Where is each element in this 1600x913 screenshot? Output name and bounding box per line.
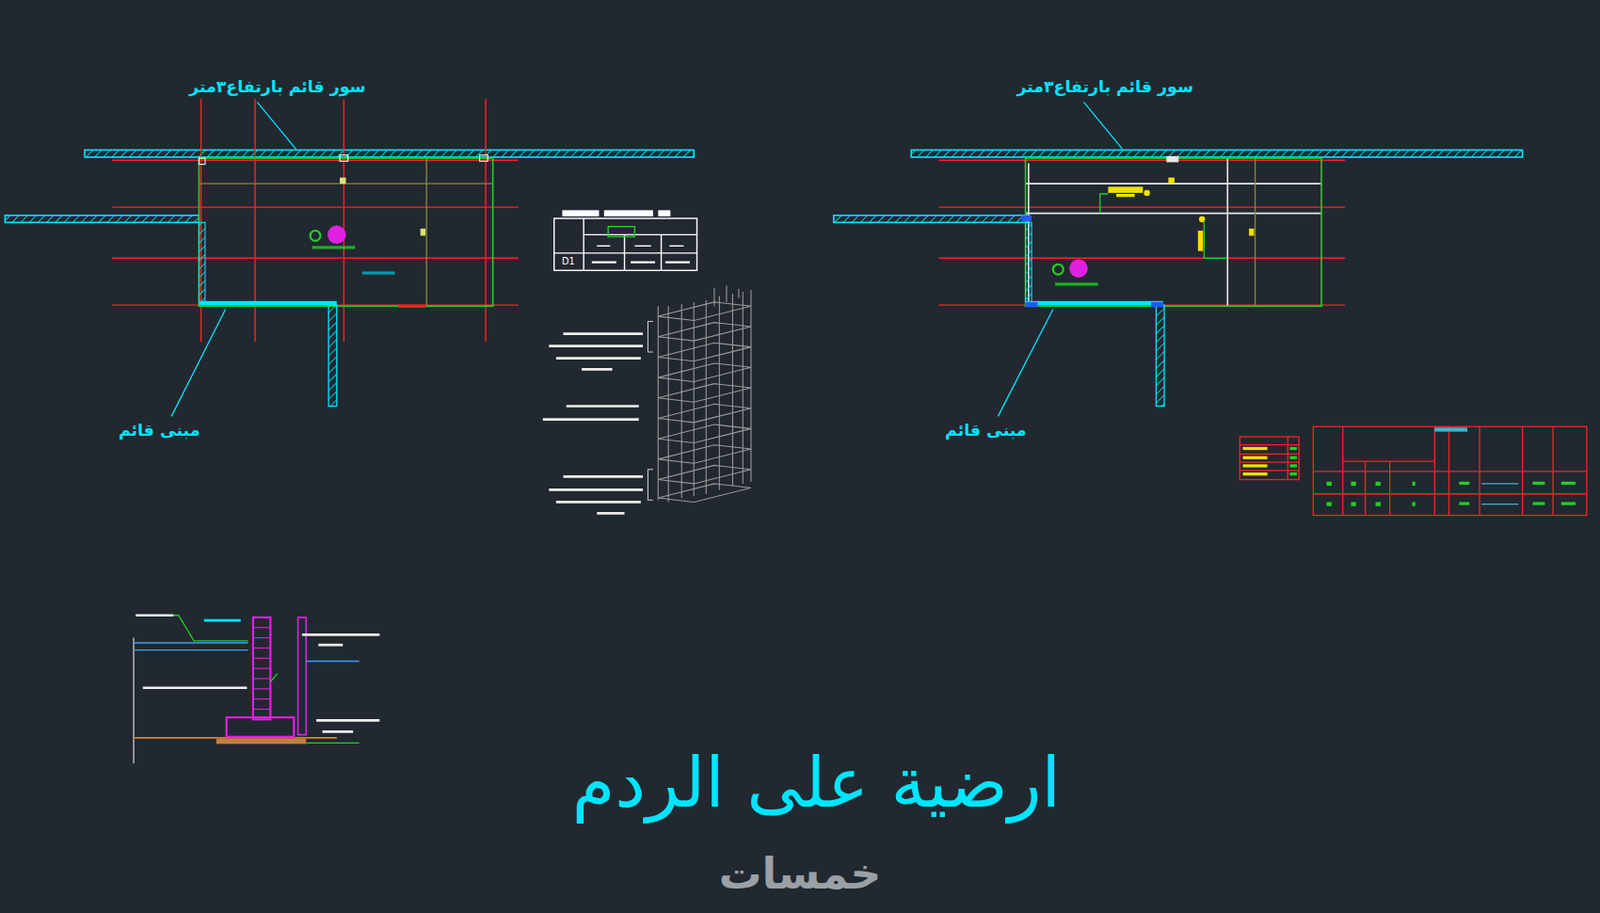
watermark: خمسات <box>719 850 882 898</box>
schedule-table <box>554 209 698 271</box>
wall-callout: سور قائم بارتفاع٣متر <box>1016 78 1194 96</box>
rebar-cage <box>543 286 752 514</box>
building-callout: مبنى قائم <box>944 421 1026 440</box>
wall-callout: سور قائم بارتفاع٣متر <box>189 78 367 96</box>
table-cell: D1 <box>561 256 576 268</box>
rebar-table <box>1239 426 1587 515</box>
drawing-title: ارضية على الردم <box>572 745 1061 822</box>
left-plan <box>4 98 694 416</box>
right-plan <box>833 101 1523 416</box>
section-detail <box>133 615 380 764</box>
building-callout: مبنى قائم <box>118 421 200 440</box>
